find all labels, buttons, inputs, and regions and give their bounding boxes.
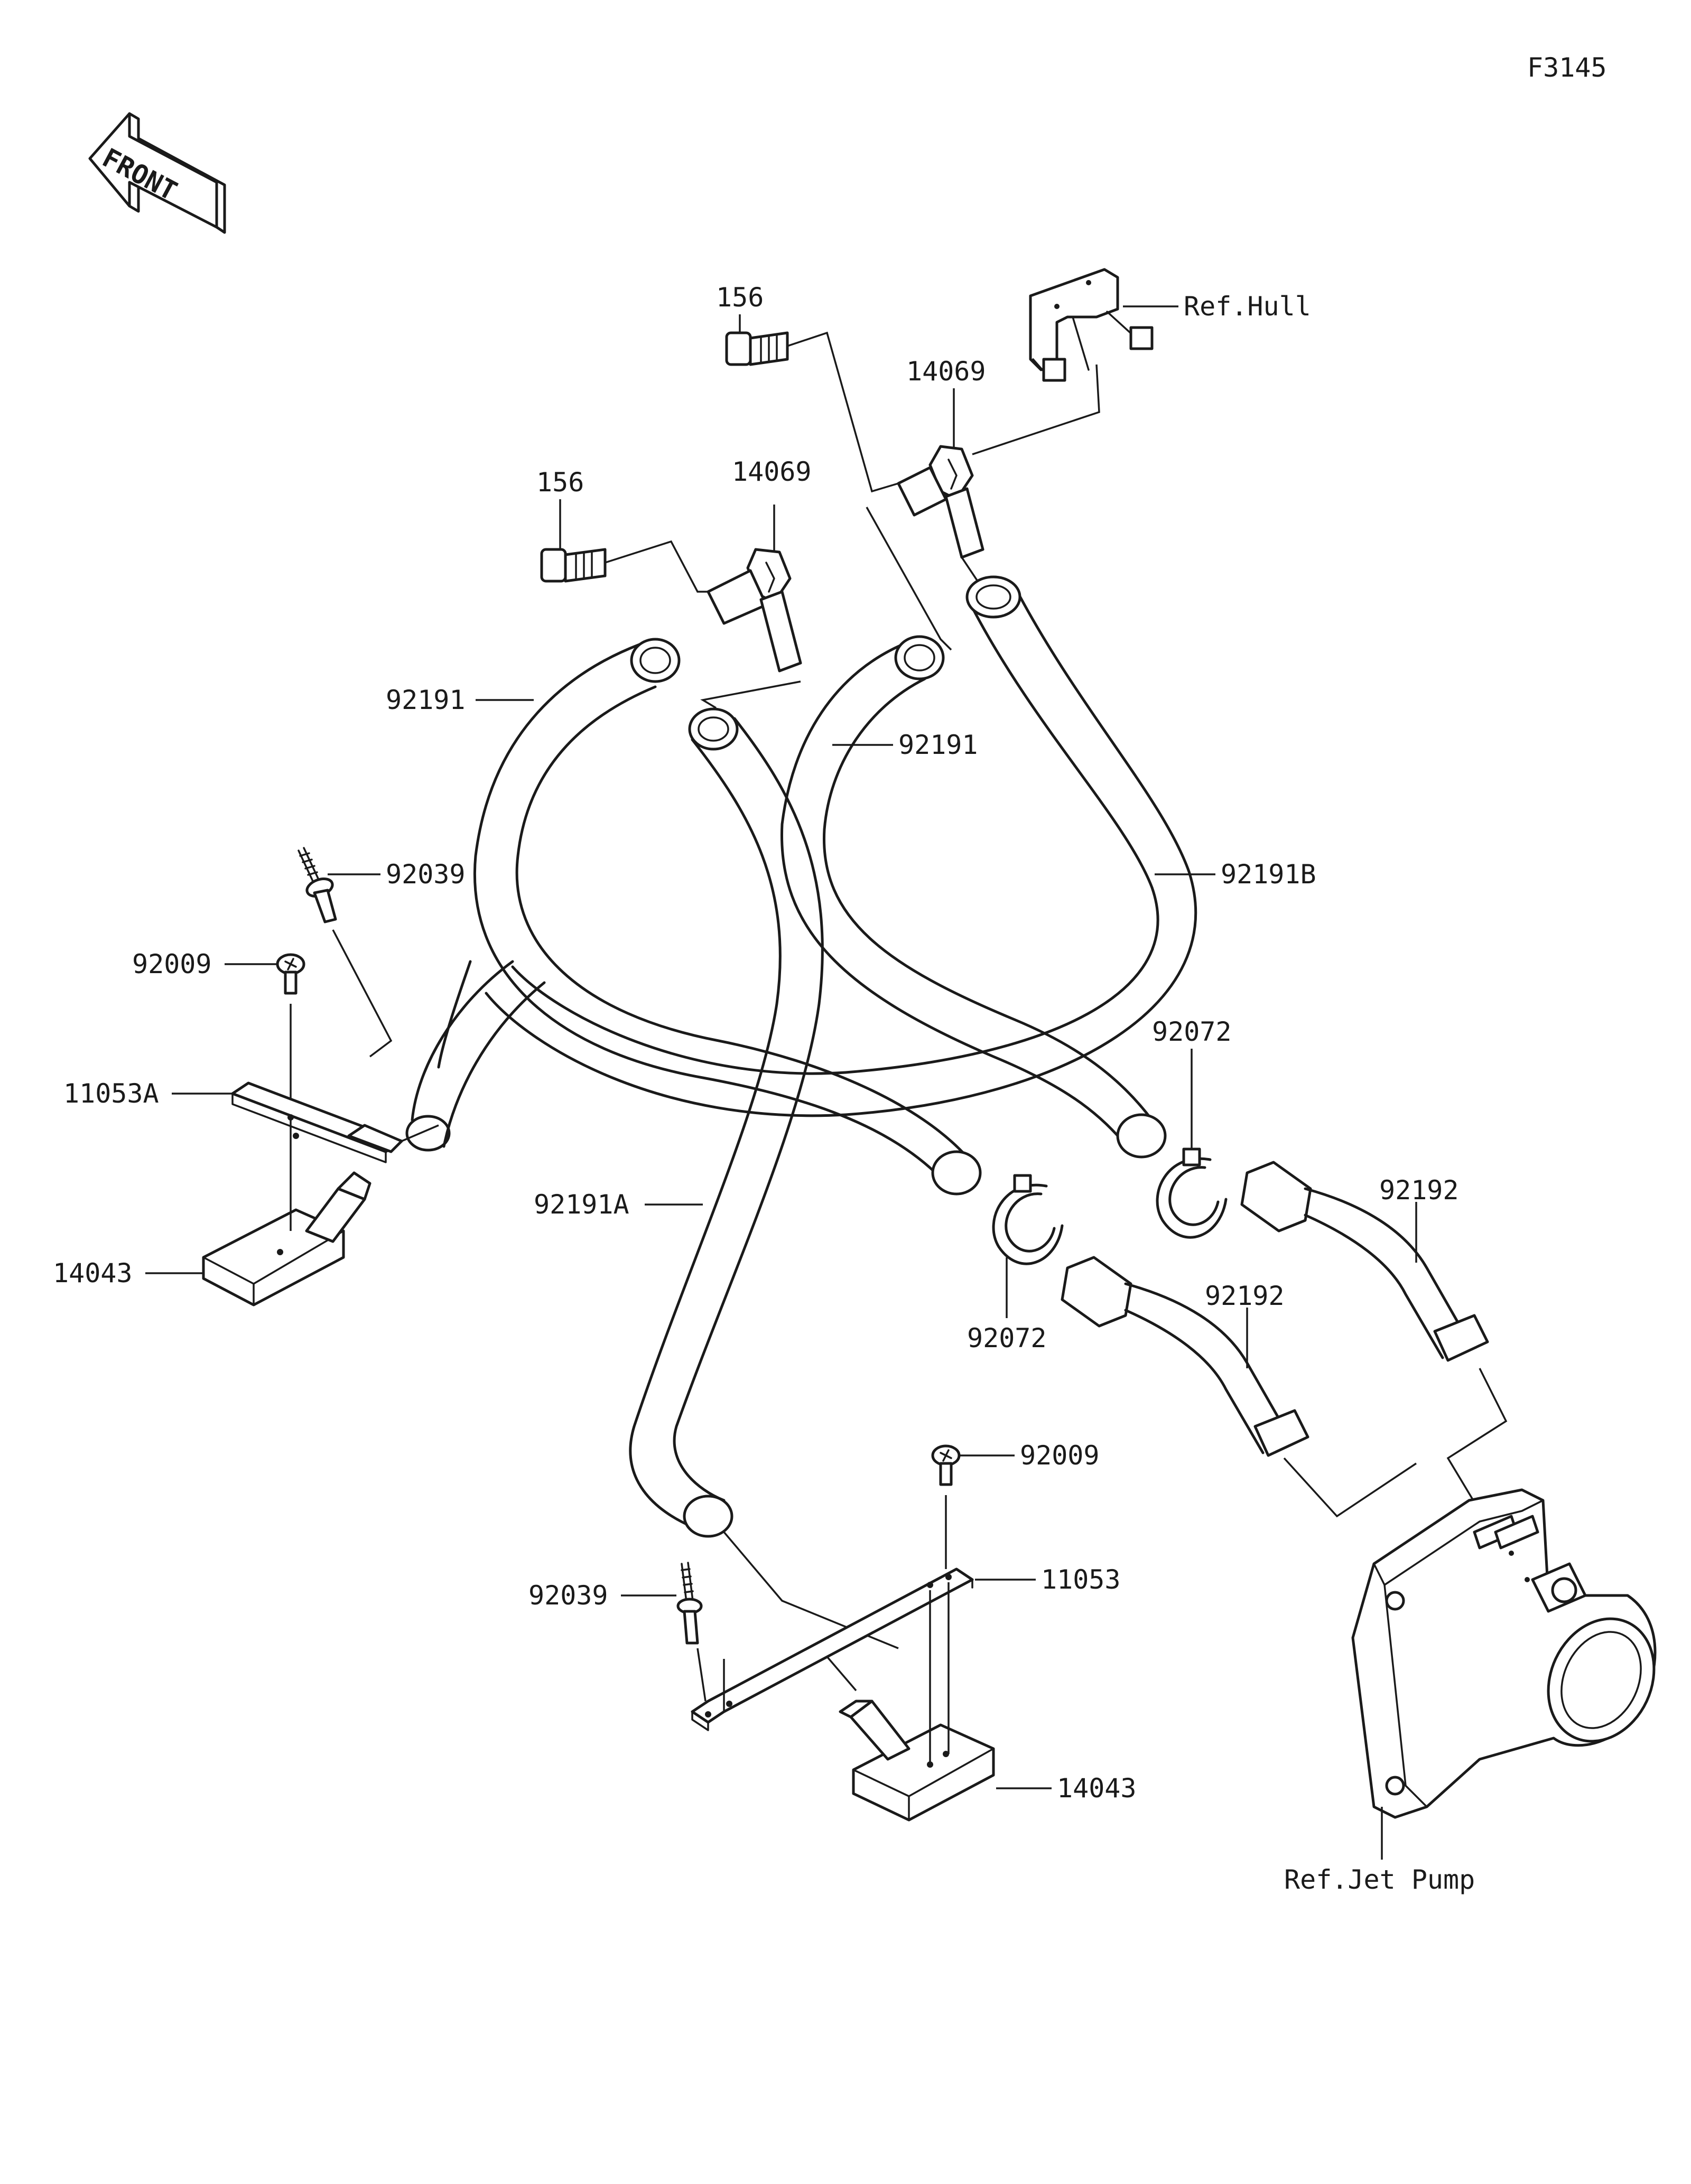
label-hose-middle: 92191 xyxy=(898,730,978,760)
label-hose-a: 92191A xyxy=(534,1189,629,1220)
hose-left xyxy=(473,638,982,1196)
hose-a xyxy=(405,707,824,1538)
label-strainer-left: 14043 xyxy=(53,1258,133,1289)
figure-code: F3145 xyxy=(1527,52,1607,83)
label-rivet-lower: 92039 xyxy=(528,1580,608,1611)
pipe-right xyxy=(1240,1161,1489,1362)
strainer-left-icon xyxy=(202,1171,371,1306)
fitting-upper-icon xyxy=(897,445,984,559)
rivet-upper-icon xyxy=(298,847,337,923)
label-pipe-right: 92192 xyxy=(1379,1175,1459,1206)
label-screw-upper: 92009 xyxy=(132,949,212,979)
clamp-lower-icon xyxy=(992,1174,1064,1265)
label-clamp-right: 92072 xyxy=(1152,1016,1232,1047)
fitting-left-icon xyxy=(707,548,802,673)
label-bolt-left: 156 xyxy=(536,467,584,498)
label-fitting-left: 14069 xyxy=(732,456,812,487)
bolt-upper-icon xyxy=(725,331,789,366)
hose-middle xyxy=(780,635,1167,1159)
label-strainer-right: 14043 xyxy=(1057,1773,1137,1804)
label-ref-hull: Ref.Hull xyxy=(1184,291,1311,322)
label-fitting-upper: 14069 xyxy=(906,356,986,387)
screw-upper-icon xyxy=(276,953,305,995)
label-ref-jet-pump: Ref.Jet Pump xyxy=(1284,1864,1475,1895)
bolt-left-icon xyxy=(540,548,607,583)
rivet-lower-icon xyxy=(676,1562,703,1645)
front-arrow-icon: FRONT xyxy=(88,112,226,234)
pipe-middle xyxy=(1061,1256,1309,1457)
label-screw-lower: 92009 xyxy=(1020,1440,1100,1471)
bracket-icon xyxy=(691,1567,974,1731)
screw-lower-icon xyxy=(931,1444,961,1486)
bracket-a-icon xyxy=(231,1081,403,1163)
label-rivet-upper: 92039 xyxy=(386,859,466,890)
jet-pump-icon xyxy=(1351,1488,1657,1819)
label-bolt-upper: 156 xyxy=(716,282,764,313)
strainer-right-icon xyxy=(839,1700,995,1822)
label-hose-left: 92191 xyxy=(386,685,466,715)
label-bracket-a: 11053A xyxy=(63,1078,159,1109)
label-clamp-lower: 92072 xyxy=(967,1323,1047,1354)
label-hose-b: 92191B xyxy=(1221,859,1316,890)
hose-b xyxy=(485,575,1197,1117)
label-pipe-middle: 92192 xyxy=(1205,1281,1285,1311)
label-bracket: 11053 xyxy=(1041,1564,1121,1595)
hull-bracket-icon xyxy=(1029,268,1154,382)
clamp-right-icon xyxy=(1156,1147,1228,1239)
